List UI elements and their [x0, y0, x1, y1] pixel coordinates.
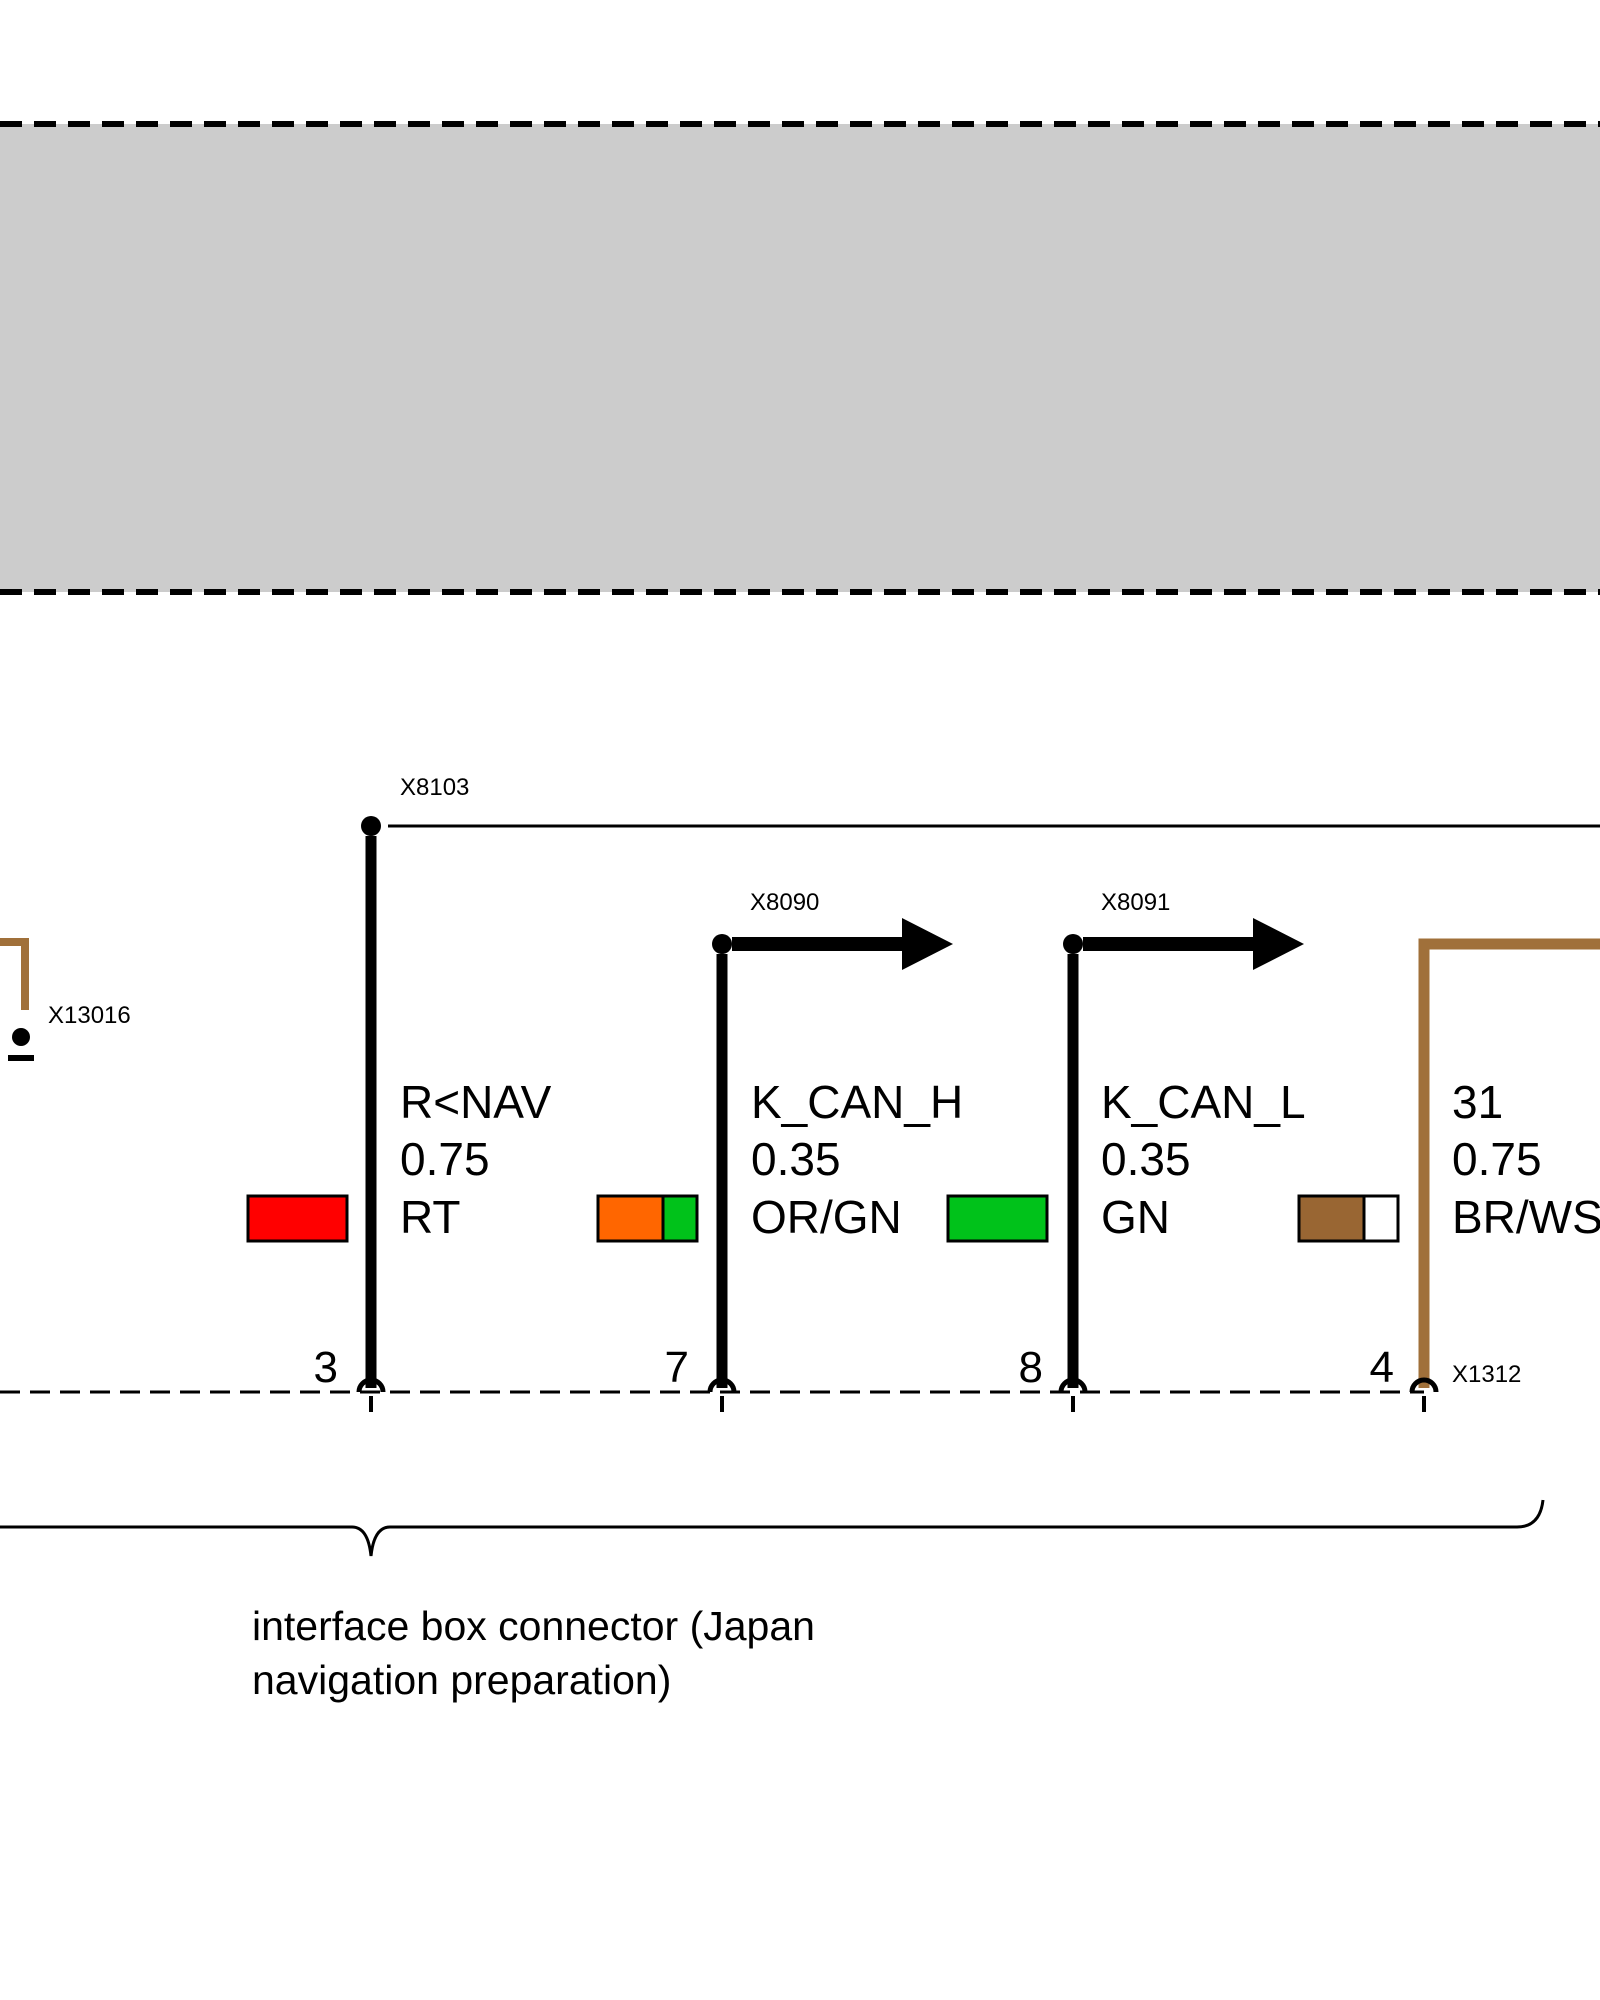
pin-number-8: 8: [1019, 1343, 1043, 1392]
connector-label-x8090: X8090: [750, 889, 819, 916]
wire-signal-31: 31: [1452, 1076, 1503, 1128]
swatch-gn: [946, 1194, 1049, 1243]
pin-terminal-3: [356, 1377, 386, 1412]
swatch-orgn-main: [596, 1194, 665, 1243]
splice-x8090: [712, 934, 732, 954]
pin-terminal-7: [707, 1377, 737, 1412]
pin-terminal-8: [1058, 1377, 1088, 1412]
wire-signal-rnav: R<NAV: [400, 1076, 552, 1128]
connector-label-x8103: X8103: [400, 774, 469, 801]
module-block: [0, 124, 1600, 592]
connector-caption-line1: interface box connector (Japan: [252, 1603, 815, 1649]
swatch-brws-main: [1297, 1194, 1366, 1243]
pin-number-7: 7: [665, 1343, 689, 1392]
wire-gauge-kcanl: 0.35: [1101, 1133, 1191, 1185]
wire-color-31: BR/WS: [1452, 1191, 1600, 1243]
swatch-rt: [246, 1194, 349, 1243]
wire-gauge-kcanh: 0.35: [751, 1133, 841, 1185]
pin-number-3: 3: [314, 1343, 338, 1392]
connector-caption-line2: navigation preparation): [252, 1657, 671, 1703]
wire-signal-kcanh: K_CAN_H: [751, 1076, 963, 1128]
wire-gauge-31: 0.75: [1452, 1133, 1542, 1185]
wire-color-kcanl: GN: [1101, 1191, 1170, 1243]
connector-label-x8091: X8091: [1101, 889, 1170, 916]
arrow-head-x8091-icon: [1253, 918, 1304, 970]
connector-bracket: [0, 1499, 1545, 1557]
arrow-head-x8090-icon: [902, 918, 953, 970]
swatch-orgn-stripe: [661, 1194, 699, 1243]
splice-x8091: [1063, 934, 1083, 954]
pin-number-4: 4: [1370, 1343, 1394, 1392]
pin-terminal-4: [1409, 1377, 1439, 1412]
wire-color-rnav: RT: [400, 1191, 461, 1243]
wire-color-kcanh: OR/GN: [751, 1191, 902, 1243]
swatch-brws-stripe: [1362, 1194, 1400, 1243]
wire-gauge-rnav: 0.75: [400, 1133, 490, 1185]
connector-label-x1312: X1312: [1452, 1361, 1521, 1388]
wire-signal-kcanl: K_CAN_L: [1101, 1076, 1306, 1128]
wire-31-brown: [1418, 938, 1600, 1388]
splice-x13016: [12, 1028, 30, 1046]
connector-label-x13016: X13016: [48, 1002, 131, 1029]
brown-wire-left: [0, 938, 29, 1010]
splice-x8103: [361, 816, 381, 836]
